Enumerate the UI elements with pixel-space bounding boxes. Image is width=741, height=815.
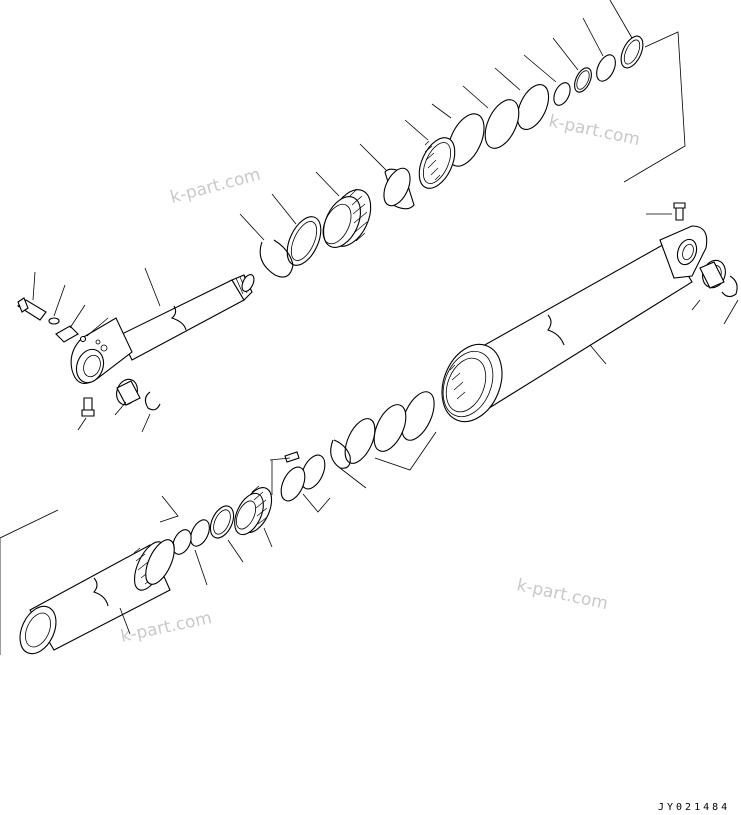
grease-fitting-small <box>79 335 87 343</box>
lock-plate <box>55 325 79 343</box>
seal-ring <box>620 35 644 69</box>
wear-ring <box>516 84 550 130</box>
o-ring <box>574 67 592 93</box>
seal-ring <box>596 54 616 82</box>
cylinder-tube <box>441 202 738 423</box>
leader-lines-middle <box>159 431 437 586</box>
leader-lines-tube <box>589 213 739 365</box>
grease-fitting <box>81 397 95 417</box>
piston <box>19 539 175 655</box>
gland-nut <box>322 188 372 248</box>
leader-lines-piston <box>0 509 131 655</box>
bolt <box>17 297 47 321</box>
seal-kit-upper <box>259 35 644 278</box>
backup-ring <box>172 529 192 555</box>
piston-nut <box>234 485 273 536</box>
piston-rod <box>17 274 255 417</box>
leader-lines-rod <box>32 267 161 433</box>
snap-ring <box>259 239 294 278</box>
watermark: k-part.com <box>515 575 610 614</box>
set-screw <box>284 451 300 463</box>
piston-ring <box>447 113 485 167</box>
washer <box>48 317 60 325</box>
watermark: k-part.com <box>168 165 263 208</box>
piston-seal <box>418 137 456 189</box>
circlip <box>721 275 738 298</box>
watermark: k-part.com <box>119 608 214 647</box>
wear-ring <box>300 454 326 490</box>
o-ring <box>209 505 235 539</box>
dust-seal <box>286 216 322 266</box>
seal-kit-middle <box>157 391 435 564</box>
seal-ring <box>373 404 407 452</box>
seal-ring <box>401 391 435 441</box>
watermark: k-part.com <box>547 111 642 150</box>
leader-lines-upper <box>239 0 686 241</box>
circlip <box>144 391 161 411</box>
backup-ring <box>553 82 571 106</box>
drawing-code: JY021484 <box>658 802 730 813</box>
snap-ring <box>330 439 351 469</box>
wear-ring <box>280 466 306 502</box>
wear-ring <box>484 99 520 149</box>
backup-ring <box>190 519 210 547</box>
grease-fitting <box>673 202 686 221</box>
